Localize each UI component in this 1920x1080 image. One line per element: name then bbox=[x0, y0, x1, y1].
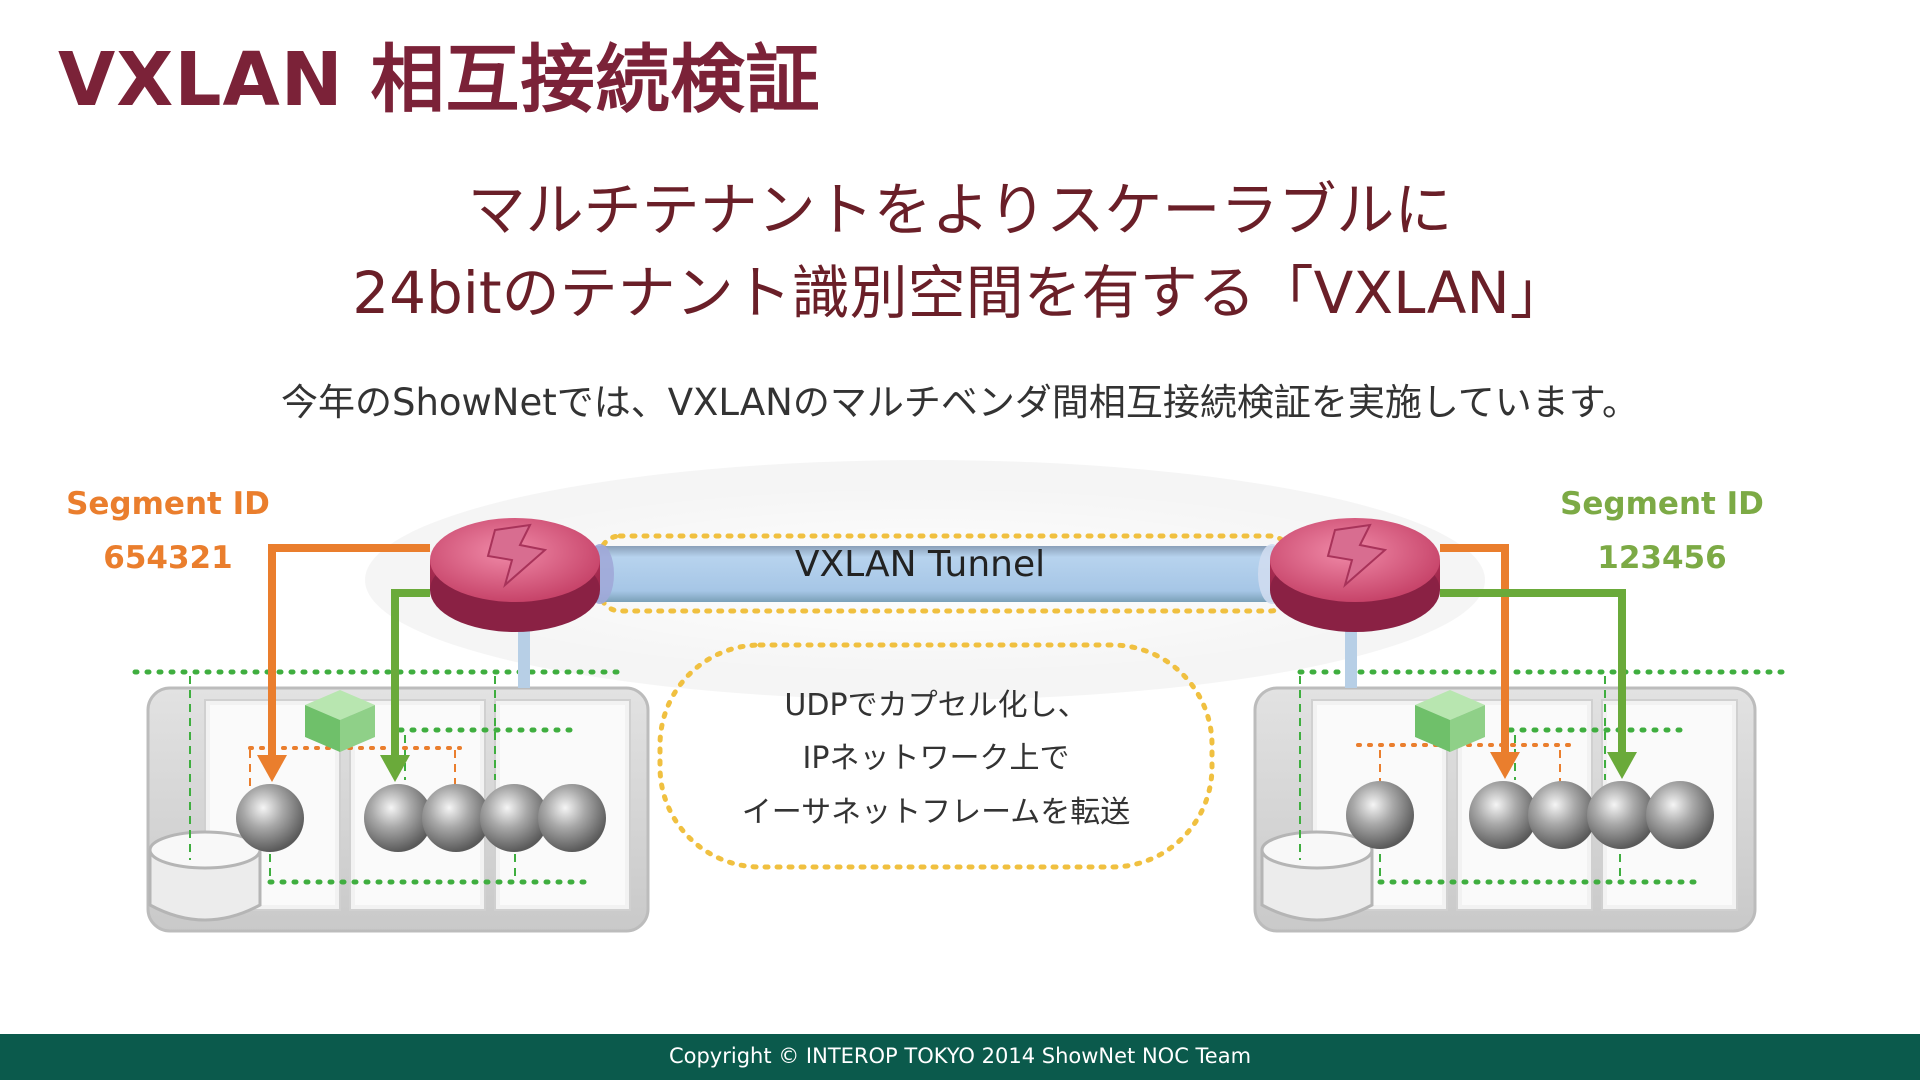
left-vm-group bbox=[236, 784, 606, 852]
copyright-text: Copyright © INTEROP TOKYO 2014 ShowNet N… bbox=[668, 1044, 1252, 1068]
udp-note-line-2: IPネットワーク上で bbox=[802, 741, 1070, 776]
right-green-segment-arrow bbox=[1440, 589, 1626, 755]
udp-note-bubble bbox=[657, 642, 1215, 870]
left-green-arrowhead bbox=[380, 755, 410, 782]
right-vm-group bbox=[1346, 781, 1714, 849]
vxlan-tunnel-pipe bbox=[595, 546, 1275, 602]
footer-bar bbox=[0, 1034, 1920, 1080]
left-router-icon bbox=[430, 518, 600, 632]
left-vm-cube-icon bbox=[305, 690, 375, 752]
left-storage-icon bbox=[148, 830, 262, 922]
left-green-segment-arrow bbox=[391, 589, 430, 760]
vm-node bbox=[538, 784, 606, 852]
vm-node bbox=[1346, 781, 1414, 849]
vm-node bbox=[1646, 781, 1714, 849]
udp-note-line-1: UDPでカプセル化し、 bbox=[784, 688, 1088, 723]
vm-node bbox=[1528, 781, 1596, 849]
vm-node bbox=[364, 784, 432, 852]
right-segment-id: 123456 bbox=[1597, 540, 1727, 576]
right-orange-arrowhead bbox=[1490, 752, 1520, 779]
left-orange-segment-arrow bbox=[268, 544, 430, 760]
vm-node bbox=[422, 784, 490, 852]
headline-line-2: 24bitのテナント識別空間を有する「VXLAN」 bbox=[352, 259, 1568, 327]
right-vm-cube-icon bbox=[1415, 690, 1485, 752]
vm-node bbox=[236, 784, 304, 852]
vm-node bbox=[1587, 781, 1655, 849]
description: 今年のShowNetでは、VXLANのマルチベンダ間相互接続検証を実施しています… bbox=[280, 381, 1640, 424]
right-orange-segment-arrow bbox=[1440, 544, 1509, 755]
right-storage-icon bbox=[1260, 830, 1374, 922]
vm-node bbox=[480, 784, 548, 852]
right-green-arrowhead bbox=[1607, 752, 1637, 779]
left-segment-id: 654321 bbox=[103, 540, 233, 576]
slide-title: VXLAN 相互接続検証 bbox=[58, 37, 821, 123]
right-segment-label: Segment ID bbox=[1560, 486, 1764, 522]
headline-line-1: マルチテナントをよりスケーラブルに bbox=[467, 176, 1453, 244]
vm-node bbox=[1469, 781, 1537, 849]
vxlan-tunnel-label: VXLAN Tunnel bbox=[794, 544, 1046, 585]
left-segment-label: Segment ID bbox=[66, 486, 270, 522]
udp-note-line-3: イーサネットフレームを転送 bbox=[741, 795, 1131, 830]
right-router-icon bbox=[1270, 518, 1440, 632]
left-orange-arrowhead bbox=[257, 755, 287, 782]
